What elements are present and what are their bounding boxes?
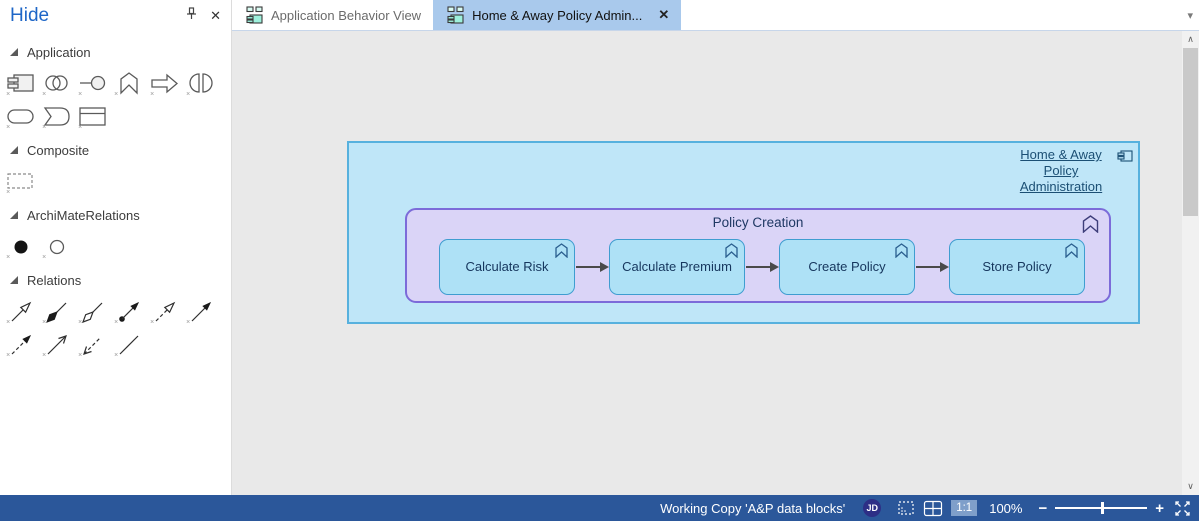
- collapse-triangle-icon: [10, 146, 18, 154]
- zoom-slider[interactable]: [1055, 502, 1148, 514]
- application-interface-icon[interactable]: ×: [78, 70, 107, 98]
- association-icon[interactable]: ×: [114, 331, 143, 359]
- palette-panel: Hide ✕ Application × × × × × × × × ×: [0, 0, 232, 495]
- tab-label: Home & Away Policy Admin...: [472, 7, 643, 23]
- view-diagram-icon: [447, 5, 464, 24]
- composite-icon-grid: ×: [0, 166, 231, 196]
- palette-close-icon[interactable]: ✕: [210, 8, 221, 23]
- junction-icon-grid: × ×: [0, 231, 231, 261]
- function-marker-icon: [553, 243, 570, 262]
- scroll-down-icon[interactable]: ∨: [1187, 481, 1194, 491]
- vertical-scrollbar[interactable]: ∧ ∨: [1182, 31, 1199, 495]
- actual-size-button[interactable]: 1:1: [951, 500, 978, 516]
- section-header-relations[interactable]: Relations: [10, 273, 231, 288]
- node-label: Store Policy: [982, 259, 1052, 274]
- node-calculate-risk[interactable]: Calculate Risk: [439, 239, 575, 295]
- tab-home-away-policy-admin[interactable]: Home & Away Policy Admin... ✕: [433, 0, 682, 30]
- flow-icon[interactable]: ×: [6, 331, 35, 359]
- section-label: ArchiMateRelations: [27, 208, 140, 223]
- aggregation-icon[interactable]: ×: [78, 298, 107, 326]
- tab-application-behavior-view[interactable]: Application Behavior View: [232, 0, 433, 30]
- collapse-triangle-icon: [10, 48, 18, 56]
- or-junction-icon[interactable]: ×: [42, 233, 71, 261]
- section-header-application[interactable]: Application: [10, 45, 231, 60]
- group-label: Policy Creation: [712, 215, 804, 230]
- section-label: Application: [27, 45, 91, 60]
- application-icon-grid: × × × × × × × × ×: [0, 68, 231, 131]
- selection-mode-icon[interactable]: [897, 500, 915, 516]
- function-marker-icon: [1080, 215, 1101, 238]
- zoom-in-button[interactable]: +: [1155, 499, 1164, 517]
- tab-list-dropdown-icon[interactable]: ▾: [1187, 10, 1193, 22]
- zoom-out-button[interactable]: −: [1038, 499, 1048, 517]
- status-bar: Working Copy 'A&P data blocks' JD 1:1 10…: [0, 495, 1199, 521]
- component-marker-icon: [1117, 149, 1133, 167]
- scroll-up-icon[interactable]: ∧: [1187, 34, 1194, 44]
- section-label: Composite: [27, 143, 90, 158]
- node-label: Create Policy: [808, 259, 886, 274]
- collapse-triangle-icon: [10, 276, 18, 284]
- section-header-composite[interactable]: Composite: [10, 143, 231, 158]
- function-marker-icon: [1063, 243, 1080, 262]
- application-interaction-icon[interactable]: ×: [186, 70, 215, 98]
- application-component-home-away[interactable]: Home & Away Policy Administration Policy…: [347, 141, 1140, 324]
- triggering-arrow[interactable]: [915, 261, 949, 273]
- realization-icon[interactable]: ×: [150, 298, 179, 326]
- grouping-icon[interactable]: ×: [6, 168, 35, 196]
- and-junction-icon[interactable]: ×: [6, 233, 35, 261]
- application-process-icon[interactable]: ×: [150, 70, 179, 98]
- data-object-icon[interactable]: ×: [78, 103, 107, 131]
- section-header-archimaterelations[interactable]: ArchiMateRelations: [10, 208, 231, 223]
- function-marker-icon: [893, 243, 910, 262]
- triggering-arrow[interactable]: [745, 261, 779, 273]
- composition-icon[interactable]: ×: [42, 298, 71, 326]
- access-icon[interactable]: ×: [78, 331, 107, 359]
- application-collaboration-icon[interactable]: ×: [42, 70, 71, 98]
- diagram-canvas[interactable]: Home & Away Policy Administration Policy…: [232, 31, 1182, 495]
- node-store-policy[interactable]: Store Policy: [949, 239, 1085, 295]
- view-tab-bar: Application Behavior View Home & Away Po…: [232, 0, 1199, 31]
- tab-label: Application Behavior View: [271, 7, 422, 23]
- pin-icon[interactable]: [185, 7, 198, 25]
- window-layout-icon[interactable]: [923, 500, 943, 517]
- collapse-triangle-icon: [10, 211, 18, 219]
- view-diagram-icon: [246, 5, 263, 24]
- triggering-arrow[interactable]: [575, 261, 609, 273]
- application-event-icon[interactable]: ×: [42, 103, 71, 131]
- triggering-icon[interactable]: ×: [186, 298, 215, 326]
- application-component-icon[interactable]: ×: [6, 70, 35, 98]
- working-copy-label: Working Copy 'A&P data blocks': [660, 500, 846, 516]
- node-calculate-premium[interactable]: Calculate Premium: [609, 239, 745, 295]
- fit-to-screen-icon[interactable]: [1174, 500, 1191, 517]
- application-function-icon[interactable]: ×: [114, 70, 143, 98]
- palette-header: Hide ✕: [0, 0, 231, 32]
- palette-hide-button[interactable]: Hide: [10, 5, 50, 26]
- assignment-icon[interactable]: ×: [114, 298, 143, 326]
- application-service-icon[interactable]: ×: [6, 103, 35, 131]
- specialization-icon[interactable]: ×: [6, 298, 35, 326]
- scrollbar-thumb[interactable]: [1183, 48, 1198, 216]
- process-flow-row: Calculate Risk Calculate Premium Create …: [425, 236, 1099, 298]
- section-label: Relations: [27, 273, 82, 288]
- relations-icon-grid: × × × × × × × × × ×: [0, 296, 231, 359]
- node-create-policy[interactable]: Create Policy: [779, 239, 915, 295]
- serving-icon[interactable]: ×: [42, 331, 71, 359]
- node-label: Calculate Premium: [622, 259, 732, 274]
- policy-creation-function-group[interactable]: Policy Creation Calculate Risk Calculate…: [405, 208, 1111, 303]
- tab-close-icon[interactable]: ✕: [658, 7, 670, 22]
- node-label: Calculate Risk: [465, 259, 549, 274]
- user-avatar[interactable]: JD: [863, 499, 882, 517]
- outer-component-label-link[interactable]: Home & Away Policy Administration: [1019, 147, 1103, 194]
- zoom-percentage-label: 100%: [989, 500, 1023, 516]
- function-marker-icon: [723, 243, 740, 262]
